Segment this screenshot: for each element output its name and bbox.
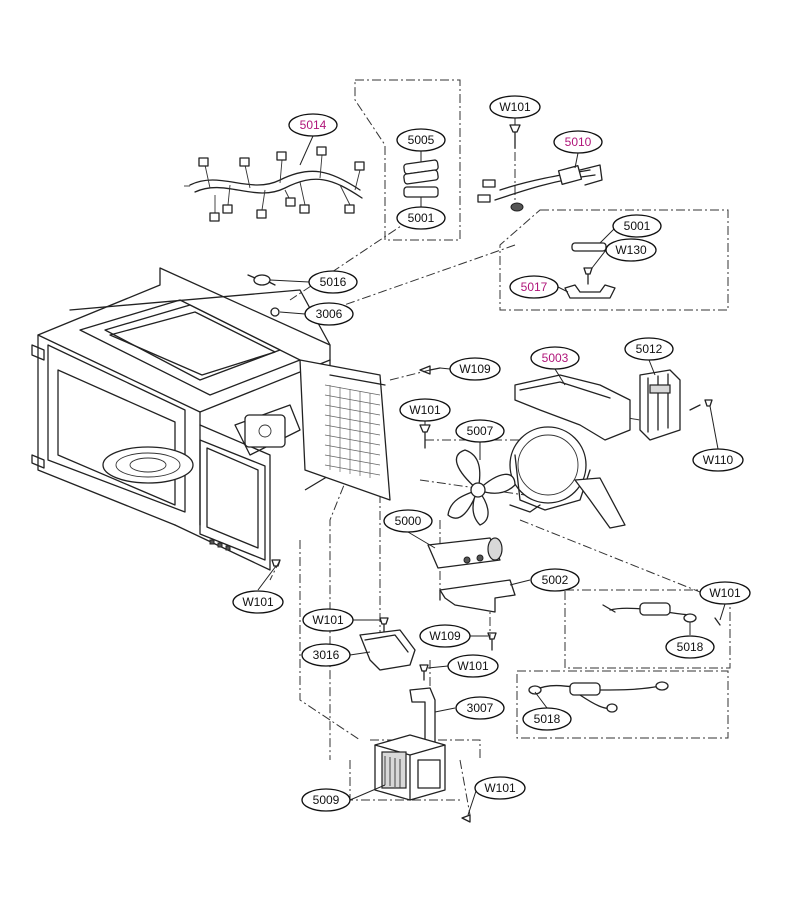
label-5017: 5017 [509, 275, 559, 299]
svg-text:W109: W109 [459, 362, 491, 376]
label-5000: 5000 [383, 509, 433, 533]
svg-text:W110: W110 [703, 453, 734, 467]
label-5010: 5010 [553, 130, 603, 154]
svg-text:W130: W130 [615, 243, 647, 257]
label-5005: 5005 [396, 128, 446, 152]
label-3006: 3006 [304, 302, 354, 326]
svg-text:W101: W101 [457, 659, 489, 673]
label-w110: W110 [692, 448, 744, 472]
svg-text:5014: 5014 [300, 118, 327, 132]
part-labels: 5014 5005 5001 W101 5010 5001 W130 5017 … [232, 95, 751, 812]
label-5012: 5012 [624, 337, 674, 361]
svg-text:5018: 5018 [677, 640, 704, 654]
svg-text:W101: W101 [409, 403, 441, 417]
label-5007: 5007 [455, 419, 505, 443]
label-w101-3016: W101 [302, 608, 354, 632]
label-w101-right: W101 [699, 581, 751, 605]
thermal-cutoff-5010 [477, 124, 603, 212]
leader-lines [257, 118, 726, 816]
label-w101-lower: W101 [447, 654, 499, 678]
bracket-5002 [439, 579, 516, 613]
bracket-5017 [564, 242, 616, 299]
svg-text:3006: 3006 [316, 307, 343, 321]
svg-text:W101: W101 [312, 613, 344, 627]
label-w101-bottom: W101 [474, 776, 526, 800]
svg-text:5009: 5009 [313, 793, 340, 807]
label-w109-lower: W109 [419, 624, 471, 648]
svg-text:5010: 5010 [565, 135, 592, 149]
svg-text:3016: 3016 [313, 648, 340, 662]
label-5018-upper: 5018 [665, 635, 715, 659]
label-5001-right: 5001 [612, 214, 662, 238]
label-5018-lower: 5018 [522, 707, 572, 731]
label-5002: 5002 [530, 568, 580, 592]
small-parts-top [247, 274, 280, 317]
svg-text:5002: 5002 [542, 573, 569, 587]
label-w101-cavity: W101 [232, 590, 284, 614]
svg-text:5001: 5001 [408, 211, 435, 225]
label-3007: 3007 [455, 696, 505, 720]
vent-grille [324, 384, 381, 478]
svg-text:5007: 5007 [467, 424, 494, 438]
fan-blade-5007 [447, 449, 516, 526]
label-5003: 5003 [530, 346, 580, 370]
capacitor-5000 [427, 537, 503, 569]
label-w109-upper: W109 [449, 357, 501, 381]
svg-text:W101: W101 [499, 100, 531, 114]
svg-text:5016: 5016 [320, 275, 347, 289]
svg-text:W101: W101 [484, 781, 516, 795]
label-5009: 5009 [301, 788, 351, 812]
wire-harness [184, 146, 365, 222]
label-5001-top: 5001 [396, 206, 446, 230]
svg-text:5005: 5005 [408, 133, 435, 147]
svg-text:3007: 3007 [467, 701, 494, 715]
microwave-cavity [31, 267, 391, 571]
label-5016: 5016 [308, 270, 358, 294]
fuse-parts [403, 159, 439, 198]
label-3016: 3016 [301, 643, 351, 667]
label-w130: W130 [605, 238, 657, 262]
svg-text:W109: W109 [429, 629, 461, 643]
bracket-5012 [639, 369, 713, 441]
magnetron-5009 [374, 734, 471, 823]
svg-text:W101: W101 [709, 586, 741, 600]
wire-5018-upper [602, 602, 721, 626]
svg-text:5018: 5018 [534, 712, 561, 726]
screws-mid [271, 365, 497, 681]
wire-5018-lower [528, 681, 669, 713]
svg-text:5012: 5012 [636, 342, 663, 356]
label-w101-top: W101 [489, 95, 541, 119]
fan-duct-5003 [509, 374, 631, 529]
bracket-3016 [359, 629, 416, 671]
svg-text:5000: 5000 [395, 514, 422, 528]
label-5014: 5014 [288, 113, 338, 137]
svg-text:5003: 5003 [542, 351, 569, 365]
svg-text:5017: 5017 [521, 280, 548, 294]
svg-text:5001: 5001 [624, 219, 651, 233]
svg-text:W101: W101 [242, 595, 274, 609]
label-w101-mid: W101 [399, 398, 451, 422]
